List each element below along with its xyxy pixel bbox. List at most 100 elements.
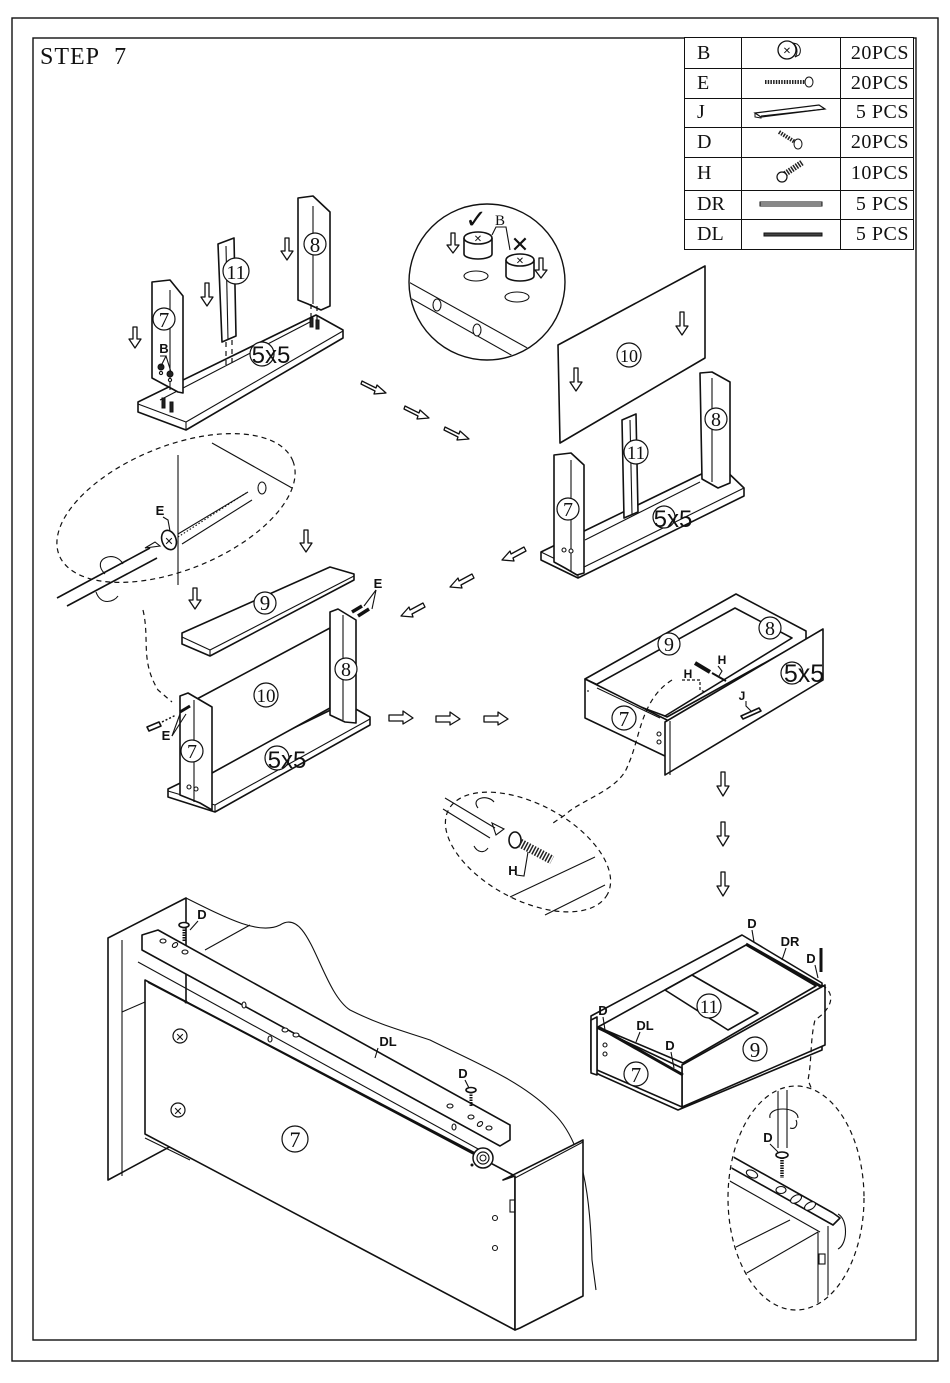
correct-check-icon: ✓ [465, 205, 487, 234]
callout-d: D [747, 916, 756, 931]
panel-7-label: 7 [159, 308, 170, 332]
stage-2-back-panel: 10 11 8 7 5x5 [540, 265, 745, 579]
base-board [137, 314, 344, 431]
cam-lock-correct: ✕ [463, 231, 493, 282]
stage-6-rail-closeup: ✕ ✕ D D DL 7 [107, 897, 597, 1331]
flow-arrow-icon [360, 380, 387, 395]
panel-11-label: 11 [700, 997, 718, 1018]
stage-5-drawer-rails: 11 9 7 D DR D D DL D [590, 916, 832, 1111]
part-quantity: 5 PCS [840, 189, 914, 220]
parts-row: B ✕ 20PCS [684, 37, 914, 69]
down-arrow-icon [716, 871, 730, 897]
stage-1-base-assembly: 7 11 8 5x5 B [128, 195, 344, 431]
panel-8-label: 8 [711, 409, 721, 431]
base-label: 5x5 [252, 342, 291, 369]
parts-row: D 20PCS [684, 127, 914, 158]
flow-arrow-icon [501, 546, 527, 562]
part-code: J [684, 97, 742, 128]
callout-dr: DR [781, 934, 800, 949]
callout-dl: DL [636, 1018, 653, 1033]
down-arrow-icon [128, 326, 142, 349]
flow-arrow-icon [483, 711, 509, 726]
panel-7-label: 7 [290, 1127, 301, 1152]
callout-j: J [739, 689, 746, 703]
part-code: B [684, 37, 742, 69]
panel-7-label: 7 [563, 499, 573, 521]
incorrect-cross-icon: ✕ [511, 232, 529, 257]
callout-b: B [159, 341, 168, 356]
panel-10-label: 10 [257, 686, 276, 707]
flow-arrow-icon [403, 405, 430, 420]
outer-border [11, 17, 939, 1362]
left-drawer-rail-icon [741, 219, 841, 250]
callout-e: E [162, 728, 171, 743]
flow-arrow-icon [443, 426, 470, 441]
parts-row: E 20PCS [684, 68, 914, 99]
panel-7-label: 7 [187, 741, 197, 763]
down-arrow-icon [569, 367, 583, 392]
callout-e: E [374, 576, 383, 591]
callout-e: E [156, 503, 165, 518]
down-arrow-icon [200, 282, 214, 307]
bolt-h-detail: H [442, 791, 612, 916]
short-screw-icon [741, 127, 841, 158]
parts-row: DL 5 PCS [684, 219, 914, 250]
panel-9-label: 9 [750, 1038, 761, 1062]
panel-7-label: 7 [619, 707, 630, 731]
bolt-icon [741, 156, 841, 191]
hardware-parts-table: B ✕ 20PCS E 20PCS J 5 PCS D 20PCS [684, 37, 914, 250]
panel-8-label: 8 [341, 659, 351, 681]
flow-arrow-icon [388, 710, 414, 725]
down-arrow-icon [280, 237, 294, 261]
screw-d-detail: D [727, 1085, 865, 1311]
right-drawer-rail-icon [741, 189, 841, 220]
parts-row: H 10PCS [684, 156, 914, 191]
part-quantity: 5 PCS [840, 219, 914, 250]
panel-9-label: 9 [260, 591, 271, 615]
part-code: DR [684, 189, 742, 220]
flow-arrow-icon [449, 573, 475, 589]
svg-text:✕: ✕ [173, 1106, 182, 1118]
flow-arrow-icon [400, 602, 426, 618]
base-label: 5x5 [268, 747, 307, 774]
down-arrow-icon [446, 232, 460, 254]
callout-h: H [684, 667, 693, 681]
part-code: D [684, 127, 742, 158]
callout-d: D [598, 1003, 607, 1018]
svg-text:✕: ✕ [783, 46, 791, 57]
stage-3-top-panel: 9 10 8 7 5x5 E E [146, 529, 383, 813]
cam-lock-icon: ✕ [741, 37, 841, 69]
long-screw-icon [741, 68, 841, 99]
part-quantity: 20PCS [840, 37, 914, 69]
panel-8-label: 8 [765, 618, 775, 640]
panel-9-label: 9 [664, 634, 674, 656]
stage-4-drawer-front: J H H 9 8 7 5x5 [549, 593, 824, 826]
part-code: E [684, 68, 742, 99]
svg-text:✕: ✕ [474, 234, 482, 245]
panel-8-label: 8 [310, 233, 321, 257]
callout-d: D [458, 1066, 467, 1081]
panel-11-marker [222, 257, 250, 285]
callout-d: D [665, 1038, 674, 1053]
base-marker [249, 341, 275, 367]
callout-dl: DL [379, 1034, 396, 1049]
down-arrow-icon [299, 529, 313, 553]
cam-lock-detail: ✕ ✕ ✓ ✕ B [408, 203, 566, 361]
base-label: 5x5 [784, 660, 824, 688]
panel-8-marker [303, 232, 327, 256]
svg-text:✕: ✕ [175, 1032, 184, 1044]
part-quantity: 5 PCS [840, 97, 914, 128]
panel-7-label: 7 [631, 1063, 642, 1087]
down-arrow-icon [716, 821, 730, 847]
cam-lock-incorrect: ✕ [504, 253, 535, 303]
panel-7-marker [152, 307, 176, 331]
panel-11-label: 11 [226, 262, 245, 284]
down-arrow-icon [675, 311, 689, 336]
panel-10-label: 10 [620, 346, 638, 366]
parts-row: DR 5 PCS [684, 189, 914, 220]
parts-row: J 5 PCS [684, 97, 914, 128]
callout-d: D [763, 1130, 772, 1145]
svg-text:✕: ✕ [164, 536, 173, 548]
svg-text:✕: ✕ [516, 256, 524, 267]
